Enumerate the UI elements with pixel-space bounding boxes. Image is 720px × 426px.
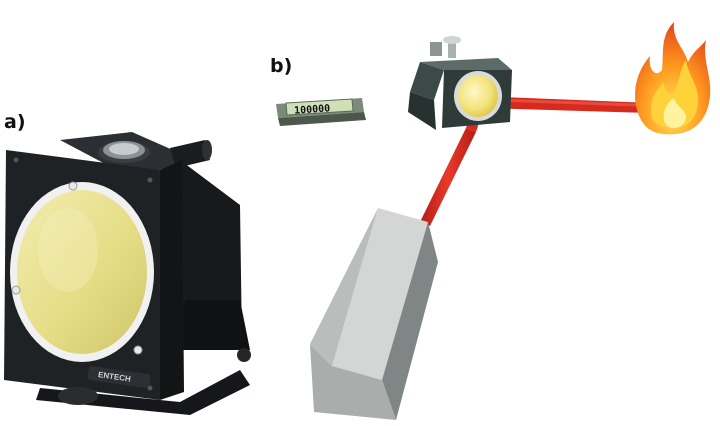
detector-front-plate-edge (160, 160, 184, 400)
power-meter-display: 100000 (276, 98, 366, 126)
detector-brand-logo: ENTECH (87, 366, 151, 388)
laser-source (310, 208, 438, 420)
yellow-filter (17, 190, 147, 354)
laser-top-face (332, 208, 428, 380)
panel-b: b) 100000 (270, 22, 711, 420)
laser-beam (420, 96, 650, 226)
laser-front-face (310, 344, 396, 420)
ring-screw (68, 181, 78, 191)
mirror-mount (408, 36, 512, 130)
meter-screen (285, 98, 354, 116)
ring-screw (11, 285, 21, 295)
panel-a: a) (4, 111, 251, 415)
detector-photo: ENTECH (4, 132, 251, 415)
base-knob (58, 387, 98, 405)
detector-base (36, 370, 250, 415)
ring-screw (133, 345, 143, 355)
panel-a-label: a) (4, 111, 26, 133)
laser-side-face (382, 222, 438, 420)
panel-b-label: b) (270, 55, 292, 77)
meter-reading: 100000 (294, 103, 331, 116)
flame-icon (635, 22, 711, 135)
mirror-surface (458, 75, 498, 117)
beam-segment-incident (420, 128, 476, 226)
detector-side-bracket (178, 160, 242, 345)
mount-top (420, 58, 512, 70)
adjustment-screw (448, 40, 456, 58)
